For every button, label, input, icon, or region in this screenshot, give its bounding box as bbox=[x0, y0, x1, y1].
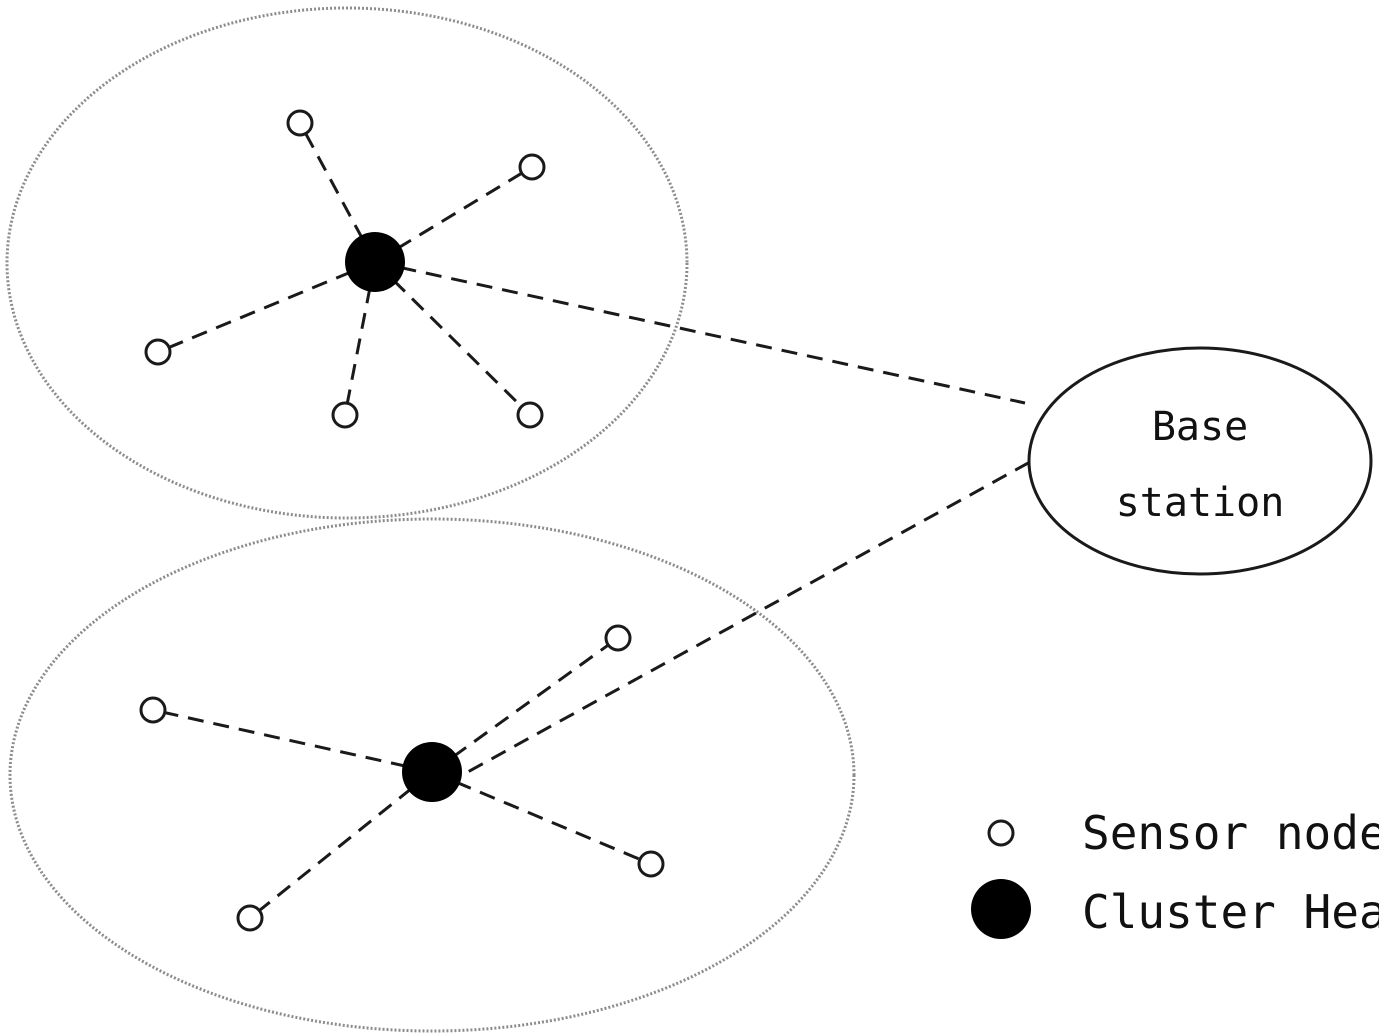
link bbox=[249, 770, 433, 920]
sensor-node bbox=[637, 850, 665, 878]
upper-cluster-sensor-nodes bbox=[144, 109, 546, 429]
lower-cluster-links bbox=[152, 460, 1031, 920]
legend-cluster-head-label: Cluster Head bbox=[1082, 885, 1379, 939]
link bbox=[152, 708, 433, 774]
legend-sensor-node-icon bbox=[987, 819, 1015, 847]
base-station-label-line1: Base bbox=[1152, 404, 1248, 450]
sensor-node bbox=[139, 696, 167, 724]
upper-cluster-links bbox=[157, 122, 1026, 417]
upper-cluster-head bbox=[345, 232, 405, 292]
sensor-node bbox=[604, 624, 632, 652]
legend: Sensor node Cluster Head bbox=[971, 806, 1379, 939]
upper-cluster-boundary bbox=[5, 6, 689, 520]
sensor-node bbox=[286, 109, 314, 137]
link bbox=[373, 260, 532, 417]
link bbox=[445, 460, 1031, 786]
base-station-label-line2: station bbox=[1116, 480, 1285, 526]
sensor-node bbox=[518, 153, 546, 181]
sensor-node bbox=[144, 338, 172, 366]
legend-cluster-head-icon bbox=[971, 879, 1031, 939]
lower-cluster-boundary bbox=[8, 517, 856, 1033]
sensor-node bbox=[516, 401, 544, 429]
lower-cluster-head bbox=[402, 742, 462, 802]
sensor-node bbox=[331, 401, 359, 429]
base-station-shape bbox=[1027, 346, 1373, 576]
link bbox=[157, 260, 376, 354]
base-station: Base station bbox=[1027, 346, 1373, 576]
link bbox=[431, 770, 652, 866]
link bbox=[431, 636, 619, 774]
link bbox=[374, 260, 1026, 405]
lower-cluster-sensor-nodes bbox=[139, 624, 665, 932]
link bbox=[374, 165, 533, 264]
sensor-node bbox=[236, 904, 264, 932]
legend-sensor-node-label: Sensor node bbox=[1082, 806, 1379, 860]
